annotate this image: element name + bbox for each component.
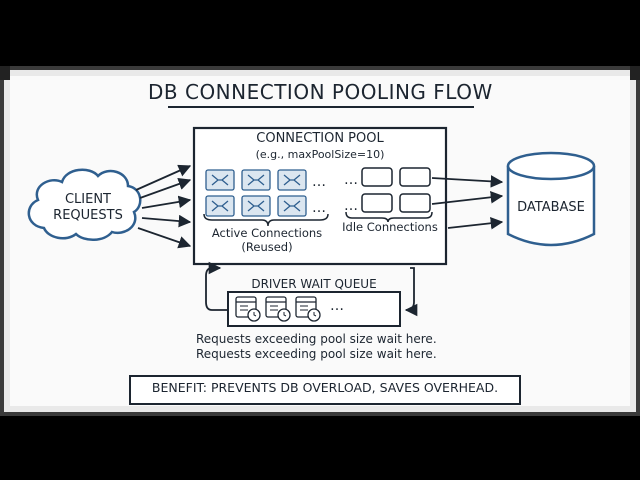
idle-brace xyxy=(345,211,433,223)
idle-connections-label: Idle Connections xyxy=(342,220,438,234)
db-arrows xyxy=(431,175,504,230)
queued-request-icon xyxy=(265,296,291,322)
active-row-ellipsis: … xyxy=(312,200,326,216)
client-arrow xyxy=(139,177,192,199)
active-connections-group xyxy=(205,169,307,217)
pool-to-queue-arrow xyxy=(404,267,418,317)
queued-request-icon xyxy=(295,296,321,322)
idle-row-ellipsis: … xyxy=(344,172,358,188)
client-arrow xyxy=(141,195,192,209)
active-connection-icon xyxy=(241,169,271,191)
idle-connection-box xyxy=(399,193,431,213)
active-connections-label: Active Connections (Reused) xyxy=(211,226,323,254)
wait-queue-title: DRIVER WAIT QUEUE xyxy=(251,277,377,291)
active-row-ellipsis: … xyxy=(312,174,326,190)
queue-note-line: Requests exceeding pool size wait here. xyxy=(196,332,437,346)
queue-note-line: Requests exceeding pool size wait here. xyxy=(196,347,437,361)
db-arrow xyxy=(431,175,504,188)
pool-title: CONNECTION POOL xyxy=(256,131,384,146)
db-arrow xyxy=(431,191,504,205)
pool-subtitle: (e.g., maxPoolSize=10) xyxy=(255,148,385,161)
diagram-title: DB CONNECTION POOLING FLOW xyxy=(148,80,493,104)
active-connection-icon xyxy=(205,169,235,191)
database-cylinder xyxy=(506,151,596,247)
client-cloud-shape xyxy=(27,168,142,241)
active-connection-icon xyxy=(241,195,271,217)
benefit-box xyxy=(129,375,521,405)
active-connection-icon xyxy=(277,169,307,191)
active-connection-icon xyxy=(277,195,307,217)
client-arrow xyxy=(141,214,192,228)
idle-connection-box xyxy=(361,193,393,213)
idle-connections-group xyxy=(361,167,431,213)
queued-request-icon xyxy=(235,296,261,322)
queue-return-arrow xyxy=(205,261,228,311)
active-connection-icon xyxy=(205,195,235,217)
idle-connection-box xyxy=(399,167,431,187)
database-label: DATABASE xyxy=(517,200,585,215)
client-requests-label: CLIENT REQUESTS xyxy=(53,192,123,223)
queue-items-group xyxy=(235,296,321,322)
active-brace xyxy=(203,213,329,227)
idle-connection-box xyxy=(361,167,393,187)
client-arrow xyxy=(137,227,192,249)
client-arrows xyxy=(135,164,192,249)
db-arrow xyxy=(447,216,504,230)
client-arrow xyxy=(135,164,192,191)
idle-row-ellipsis: … xyxy=(344,198,358,214)
queue-ellipsis: … xyxy=(330,298,344,314)
benefit-text: BENEFIT: PREVENTS DB OVERLOAD, SAVES OVE… xyxy=(151,380,499,395)
